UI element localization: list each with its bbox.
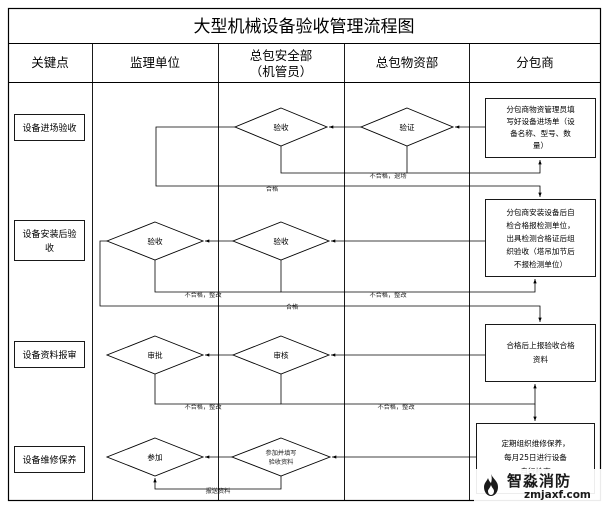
row3-box-line1: 合格后上报验收合格 bbox=[506, 340, 575, 350]
row2-box-line1: 分包商安装设备后自 bbox=[506, 207, 574, 217]
row2-pass-label: 合格 bbox=[286, 303, 299, 311]
row1-box-line2: 写好设备进场单（设 bbox=[506, 116, 575, 126]
row4-box-line2: 每月25日进行设备 bbox=[504, 452, 567, 462]
header-materials: 总包物资部 bbox=[376, 55, 439, 70]
row2-safety-fail-label: 不合格，整改 bbox=[369, 291, 406, 299]
row-label-maintain: 设备维修保养 bbox=[22, 454, 76, 466]
row3-review-label: 审核 bbox=[273, 350, 289, 360]
table-frame bbox=[7, 7, 602, 502]
watermark-url: zmjaxf.com bbox=[524, 489, 591, 501]
row4-join-label: 参加 bbox=[147, 452, 162, 462]
row3-super-fail-label: 不合格，整改 bbox=[184, 403, 221, 411]
row3-safety-fail-label: 不合格，整改 bbox=[377, 403, 414, 411]
row4-box-line1: 定期组织维修保养， bbox=[501, 438, 569, 448]
row-label-boxes bbox=[14, 114, 85, 473]
header-subcontractor: 分包商 bbox=[516, 55, 554, 70]
row4-report-label: 报送资料 bbox=[206, 487, 231, 495]
row3-approve-label: 审批 bbox=[147, 350, 163, 360]
row-label-install-line1: 设备安装后验 bbox=[22, 228, 76, 240]
row2-safety-accept-label: 验收 bbox=[273, 236, 289, 246]
row1-fail-exit-label: 不合格，退场 bbox=[369, 172, 406, 180]
watermark: 智淼消防 zmjaxf.com bbox=[474, 469, 602, 505]
row4-connectors bbox=[153, 455, 476, 490]
row3-connectors bbox=[154, 353, 537, 421]
watermark-name: 智淼消防 bbox=[507, 472, 572, 490]
row1-connectors bbox=[155, 125, 542, 197]
header-key: 关键点 bbox=[31, 55, 69, 70]
row1-box-line4: 量） bbox=[533, 141, 548, 150]
row4-fill-line1: 参加并填写 bbox=[266, 449, 297, 457]
row1-box-line3: 备名称、型号、数 bbox=[510, 128, 571, 138]
row2-box-line2: 检合格报检测单位， bbox=[506, 220, 574, 230]
header-supervisor: 监理单位 bbox=[130, 55, 180, 70]
row4-fill-diamond bbox=[230, 437, 332, 477]
row4-join-diamond bbox=[105, 437, 205, 477]
row1-accept-label: 验收 bbox=[273, 122, 289, 132]
row-label-install-line2: 收 bbox=[45, 242, 54, 254]
row2-process-box bbox=[485, 199, 596, 277]
header-safety-line2: （机管员） bbox=[250, 64, 313, 79]
row3-box-line2: 资料 bbox=[533, 354, 549, 364]
row1-verify-label: 验证 bbox=[399, 122, 415, 132]
row2-box-line3: 出具检测合格证后组 bbox=[506, 233, 575, 243]
row1-process-box bbox=[485, 98, 596, 158]
row4-fill-line2: 验收资料 bbox=[269, 458, 294, 466]
row1-pass-label: 合格 bbox=[266, 185, 279, 193]
row-label-docs: 设备资料报审 bbox=[22, 349, 76, 361]
row2-connectors bbox=[99, 239, 542, 322]
header-safety-line1: 总包安全部 bbox=[250, 48, 313, 63]
row1-box-line1: 分包商物资管理员填 bbox=[506, 104, 575, 114]
row2-super-fail-label: 不合格，整改 bbox=[184, 291, 221, 299]
row-label-entry: 设备进场验收 bbox=[22, 122, 76, 134]
row3-process-box bbox=[485, 324, 596, 382]
flame-logo-icon bbox=[484, 474, 498, 496]
chart-title: 大型机械设备验收管理流程图 bbox=[194, 17, 415, 37]
row2-box-line5: 不报检测单位） bbox=[514, 259, 567, 269]
row2-box-line4: 织验收（塔吊加节后 bbox=[506, 246, 575, 256]
row2-super-accept-label: 验收 bbox=[147, 236, 163, 246]
